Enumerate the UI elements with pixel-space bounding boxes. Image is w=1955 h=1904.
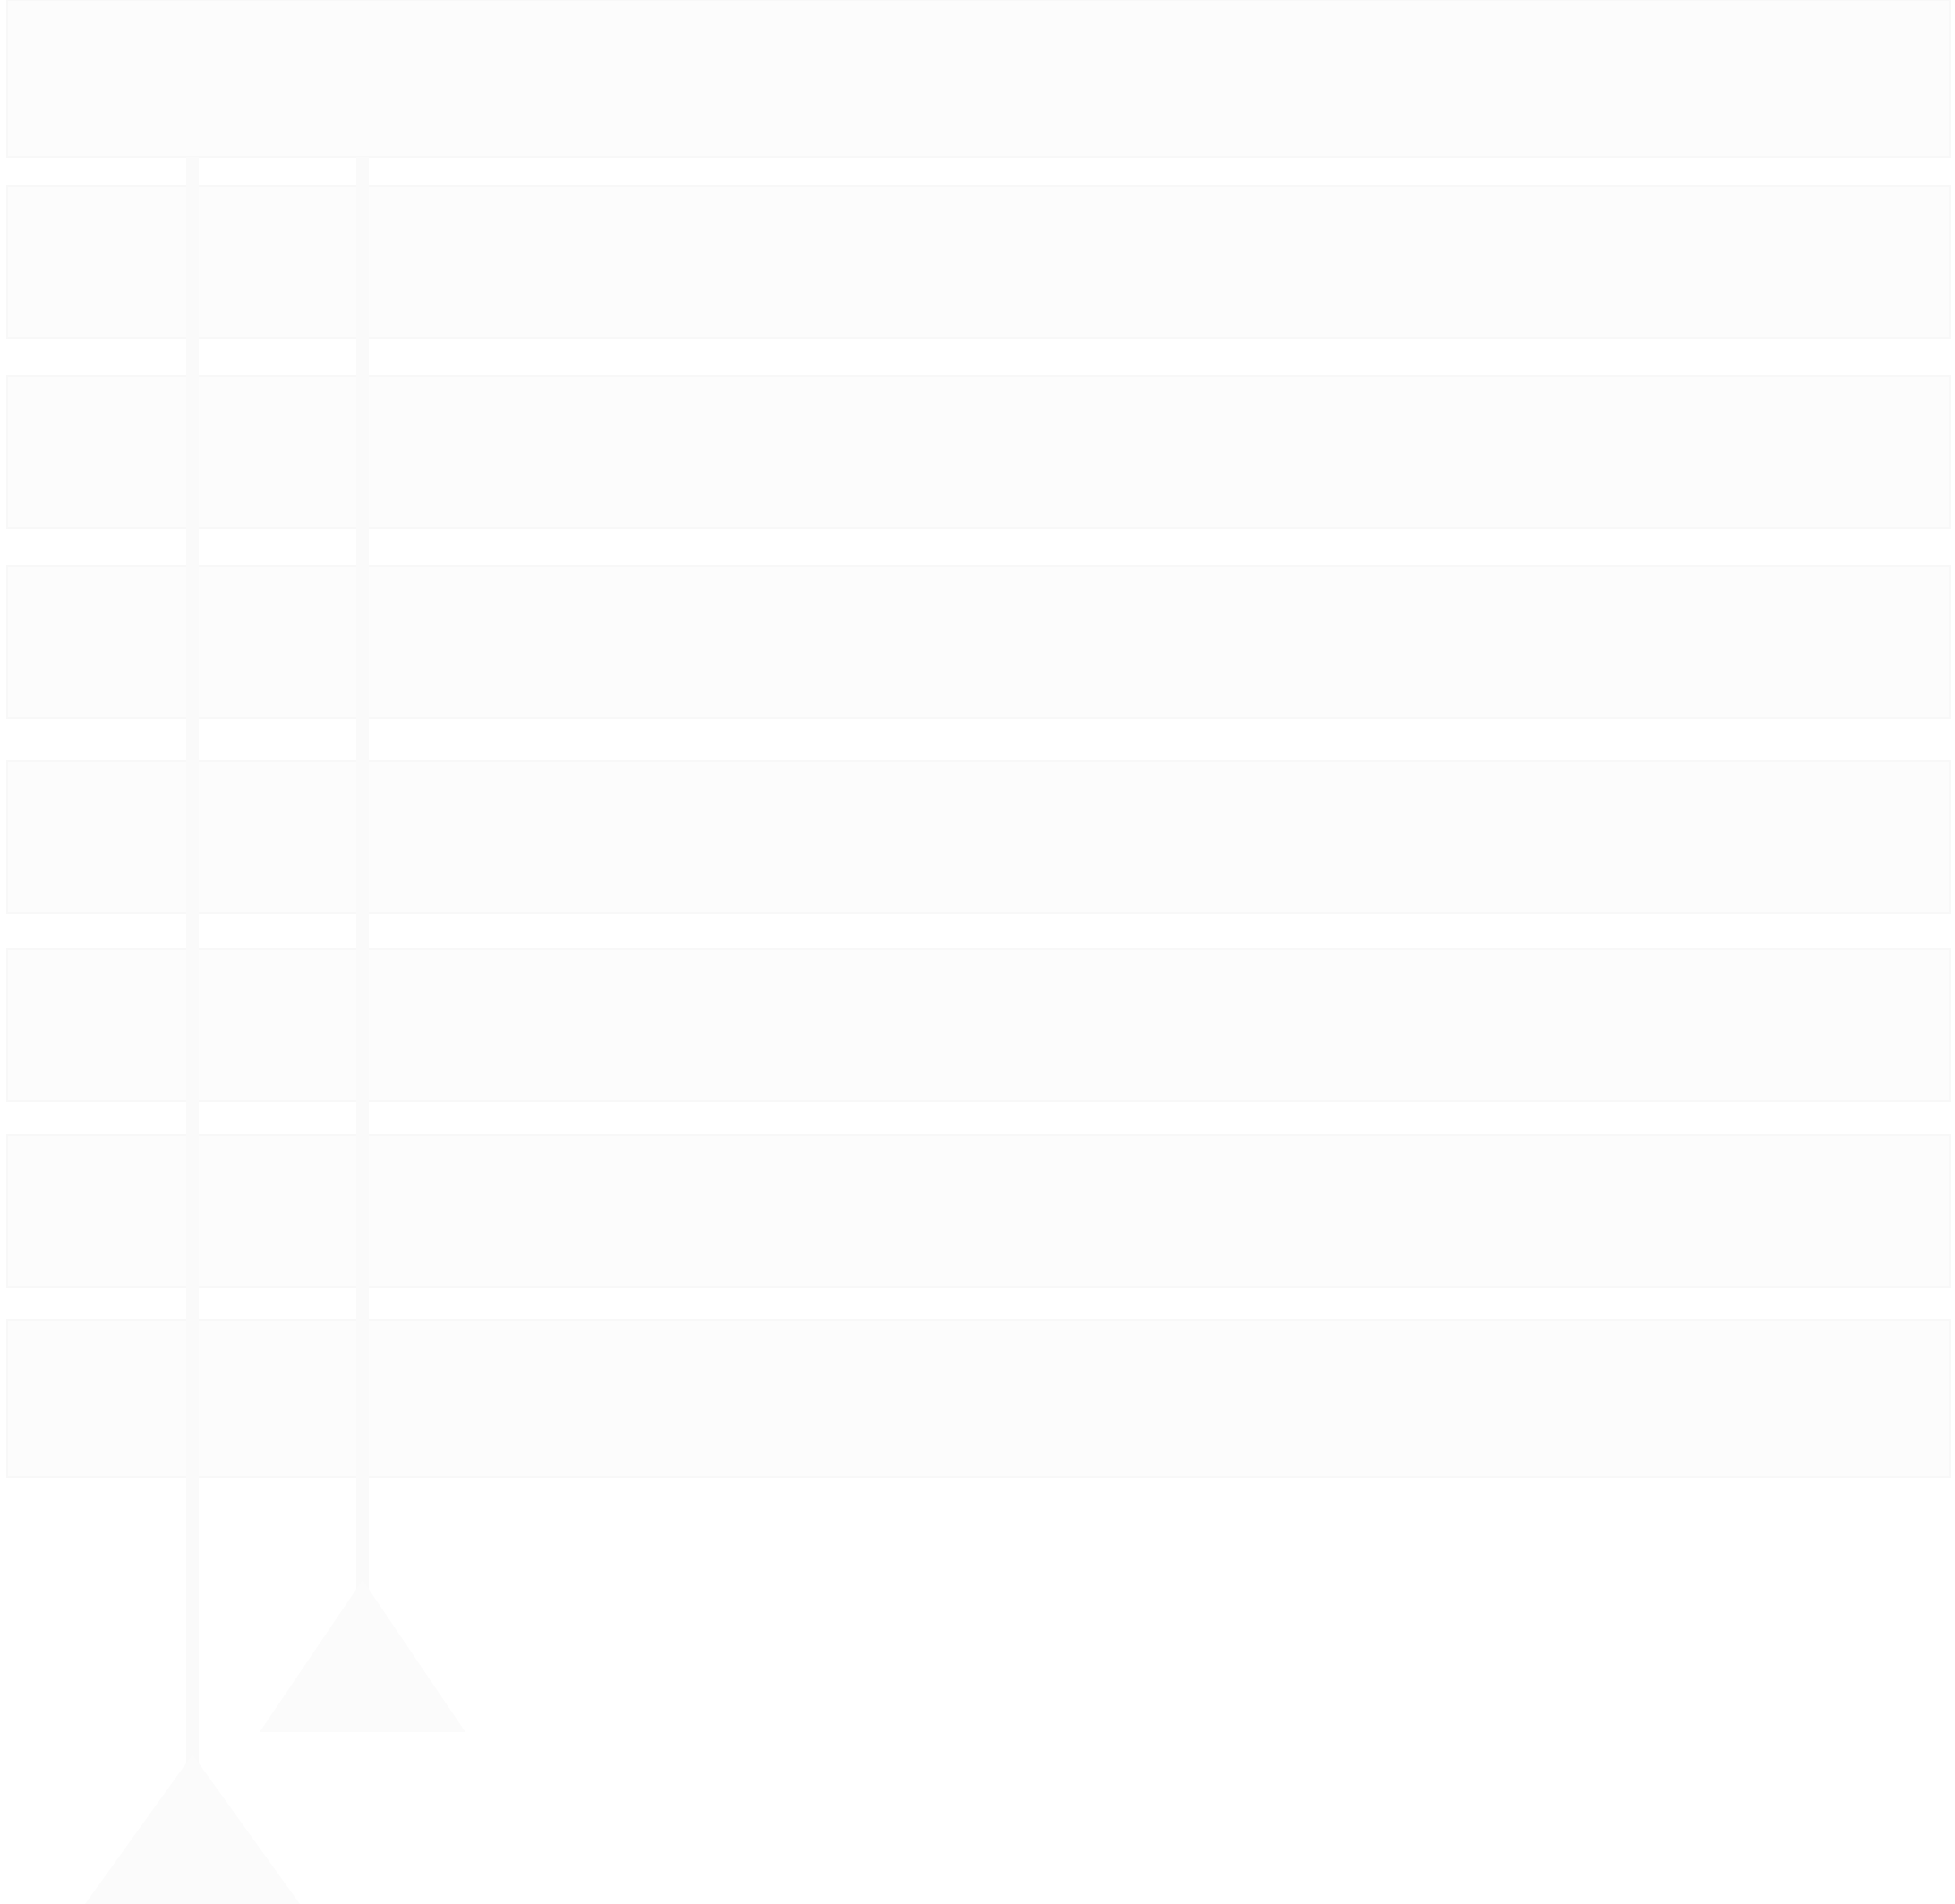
- upper-arrowhead: [260, 1580, 465, 1732]
- diagram-row: [6, 565, 1951, 719]
- diagram-row: [6, 760, 1951, 914]
- diagram-row: [6, 0, 1951, 158]
- diagram-row: [6, 1134, 1951, 1288]
- diagram-row: [6, 1319, 1951, 1478]
- lower-arrowhead: [85, 1755, 300, 1904]
- diagram-row: [6, 948, 1951, 1102]
- diagram-row: [6, 185, 1951, 339]
- diagram-row: [6, 375, 1951, 529]
